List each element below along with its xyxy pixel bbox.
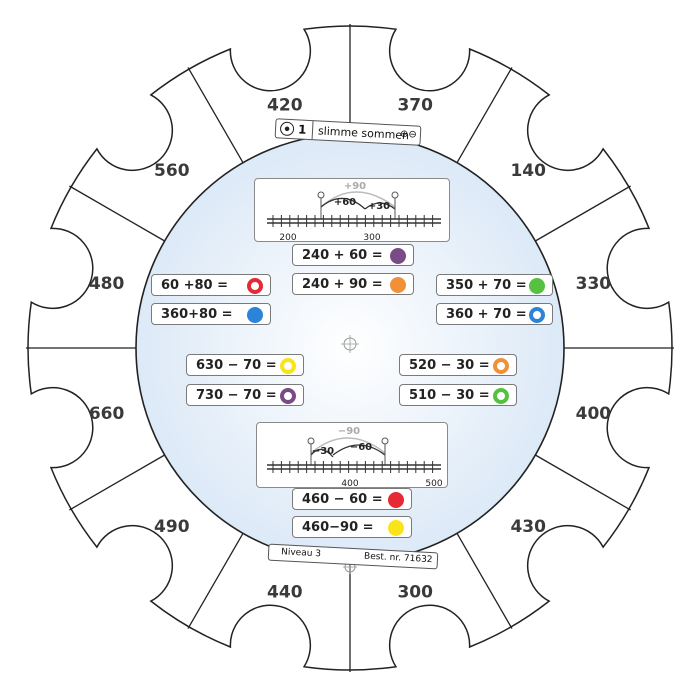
sector-number: 440: [267, 582, 303, 602]
sector-divider: [187, 533, 244, 629]
equation-text: 460−90 =: [302, 519, 374, 535]
equation-text: 460 − 60 =: [302, 491, 383, 507]
number-line-bottom-drawing: −90 −30 −60 400 500: [267, 426, 443, 489]
equation-card: 520 − 30 =: [399, 354, 517, 376]
equation-text: 240 + 90 =: [302, 276, 383, 292]
sector-divider: [456, 533, 513, 629]
equation-card: 240 + 90 =: [292, 273, 414, 295]
arc-big-label: −90: [338, 426, 360, 437]
header-number: 1: [297, 122, 307, 137]
footer-order: Best. nr. 71632: [363, 551, 433, 566]
sector-divider: [187, 67, 244, 163]
yellow-filled-marker: [388, 520, 404, 536]
equation-text: 240 + 60 =: [302, 247, 383, 263]
equation-text: 630 − 70 =: [196, 357, 277, 373]
sector-number: 420: [267, 96, 303, 116]
sector-number: 560: [154, 161, 190, 181]
equation-card: 360 + 70 =: [436, 303, 553, 325]
purple-ring-marker: [280, 388, 296, 404]
sector-divider: [535, 454, 631, 511]
sector-number: 300: [397, 582, 433, 602]
equation-text: 360+80 =: [161, 306, 233, 322]
green-filled-marker: [529, 278, 545, 294]
arc-a-label: −30: [312, 446, 334, 457]
equation-card: 360+80 =: [151, 303, 271, 325]
sector-number: 140: [510, 161, 546, 181]
arc-a-label: +60: [334, 197, 356, 208]
footer-level: Niveau 3: [280, 547, 322, 560]
equation-card: 60 +80 =: [151, 274, 271, 296]
equation-text: 730 − 70 =: [196, 387, 277, 403]
tick-right-label: 500: [425, 479, 442, 489]
arc-big-label: +90: [344, 181, 366, 192]
equation-text: 520 − 30 =: [409, 357, 490, 373]
arc-b-label: −60: [350, 442, 372, 453]
sector-number: 660: [89, 404, 125, 424]
number-line-top-drawing: +90 +60 +30 200 300: [267, 181, 441, 243]
center-crosshair-icon: [341, 335, 359, 353]
header-title: slimme sommen: [317, 124, 410, 143]
red-filled-marker: [388, 492, 404, 508]
equation-text: 360 + 70 =: [446, 306, 527, 322]
equation-card: 630 − 70 =: [186, 354, 304, 376]
plus-minus-icon: ⊕⊖: [399, 128, 417, 141]
equation-card: 350 + 70 =: [436, 274, 553, 296]
purple-filled-marker: [390, 248, 406, 264]
blue-ring-marker: [529, 307, 545, 323]
green-ring-marker: [493, 388, 509, 404]
tick-left-label: 200: [279, 233, 296, 243]
arc-b-label: +30: [368, 201, 390, 212]
equation-card: 510 − 30 =: [399, 384, 517, 406]
number-line-bottom: −90 −30 −60 400 500: [256, 422, 448, 489]
outer-numbers: 420 370 140 330 400 430 300 440 490 660 480 560: [89, 96, 611, 603]
equation-text: 510 − 30 =: [409, 387, 490, 403]
blue-filled-marker: [247, 307, 263, 323]
tick-right-label: 300: [363, 233, 380, 243]
header-divider: [311, 121, 314, 140]
orange-filled-marker: [390, 277, 406, 293]
equation-text: 350 + 70 =: [446, 277, 527, 293]
sector-number: 490: [154, 517, 190, 537]
sector-divider: [535, 185, 631, 242]
orange-ring-marker: [493, 358, 509, 374]
equation-text: 60 +80 =: [161, 277, 229, 293]
sector-number: 330: [576, 274, 612, 294]
sector-number: 370: [397, 96, 433, 116]
football-icon: [279, 121, 295, 137]
red-ring-marker: [247, 278, 263, 294]
yellow-ring-marker: [280, 358, 296, 374]
sector-number: 480: [89, 274, 125, 294]
sector-number: 430: [510, 517, 546, 537]
equation-card: 730 − 70 =: [186, 384, 304, 406]
tick-left-label: 400: [341, 479, 358, 489]
number-line-top: +90 +60 +30 200 300: [254, 178, 450, 243]
sector-divider: [456, 67, 513, 163]
sector-divider: [69, 185, 165, 242]
sector-dividers: [26, 24, 674, 672]
equation-card: 460 − 60 =: [292, 488, 412, 510]
sector-divider: [69, 454, 165, 511]
equation-card: 460−90 =: [292, 516, 412, 538]
sector-number: 400: [576, 404, 612, 424]
equation-card: 240 + 60 =: [292, 244, 414, 266]
